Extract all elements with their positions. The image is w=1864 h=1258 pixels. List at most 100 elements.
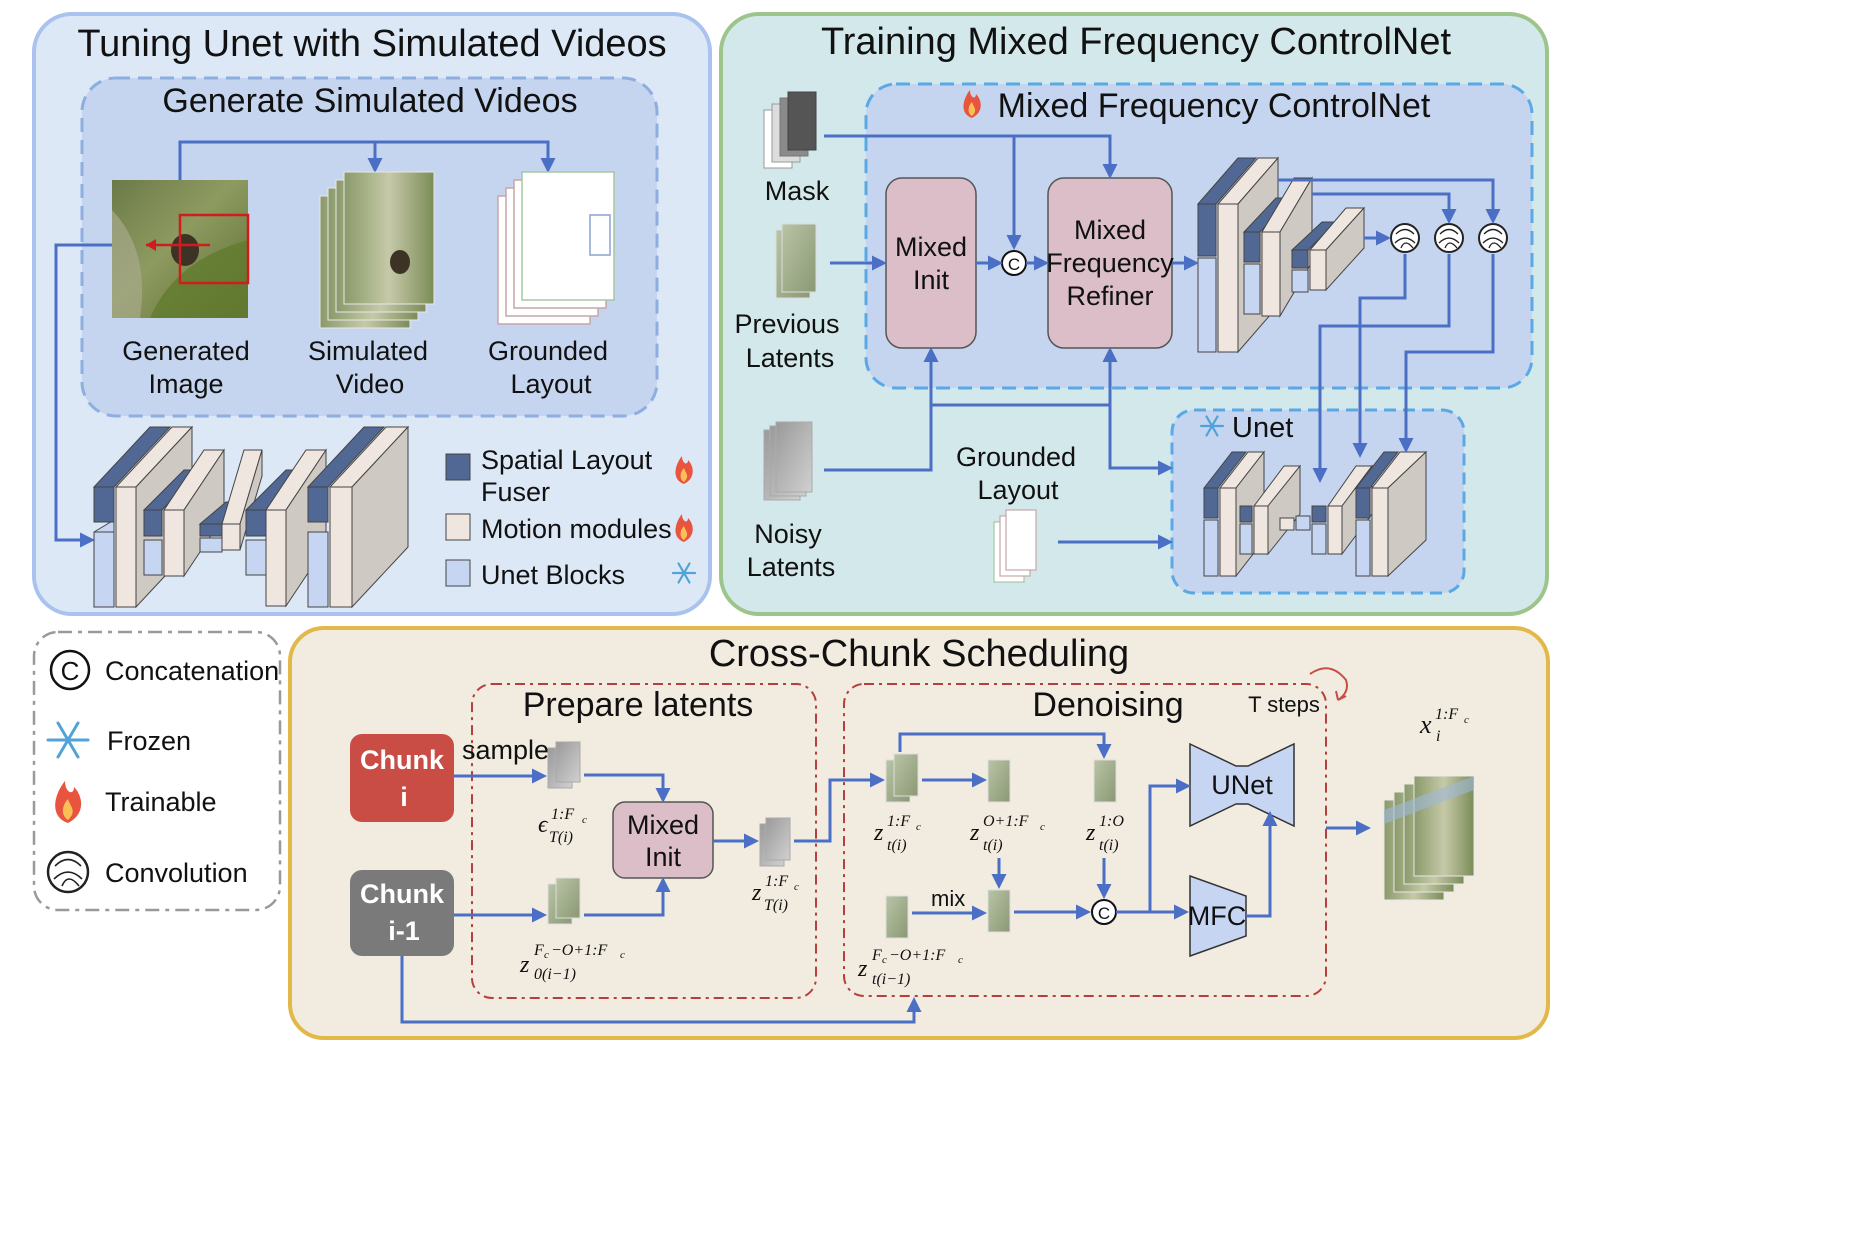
mix-label: mix bbox=[931, 886, 965, 911]
generated-image-label-2: Image bbox=[148, 369, 223, 399]
ztail-label: z bbox=[969, 820, 980, 846]
panel-tuning-title: Tuning Unet with Simulated Videos bbox=[77, 23, 666, 65]
legend-concatenation: Concatenation bbox=[105, 656, 279, 686]
mixed-init-label-2: Init bbox=[913, 265, 950, 295]
controlnet-arrows bbox=[824, 134, 1501, 550]
fire-icon bbox=[675, 456, 693, 484]
sample-label: sample bbox=[462, 735, 549, 765]
controlnet-title: Mixed Frequency ControlNet bbox=[998, 87, 1431, 125]
legend-trainable: Trainable bbox=[105, 787, 217, 817]
mixed-init-label-1: Mixed bbox=[895, 232, 967, 262]
scheduling-arrows bbox=[400, 732, 1371, 1024]
eps-sup: 1:F bbox=[551, 806, 574, 823]
prev-latent-z0 bbox=[547, 877, 581, 925]
convolution-icon bbox=[1390, 223, 1420, 253]
noisy-latents-stack bbox=[763, 421, 813, 501]
zT-sub: T(i) bbox=[764, 897, 788, 914]
init-latent-zT bbox=[759, 817, 791, 867]
grounded-layout-label-1: Grounded bbox=[956, 442, 1076, 472]
zhead-sub: t(i) bbox=[1099, 837, 1119, 854]
panel-training-controlnet: Training Mixed Frequency ControlNet Mixe… bbox=[719, 12, 1549, 616]
grounded-layout-small bbox=[993, 509, 1037, 583]
generated-image bbox=[112, 180, 250, 318]
chunk-i: Chunk i bbox=[350, 734, 454, 822]
denoise-latent-mixed bbox=[987, 889, 1011, 933]
denoising-title: Denoising bbox=[1032, 686, 1183, 724]
output-x-label: x bbox=[1419, 710, 1432, 739]
legend-convolution: Convolution bbox=[105, 858, 248, 888]
output-x-sup: 1:F bbox=[1435, 706, 1458, 723]
ztail-sup-c: c bbox=[1040, 821, 1045, 833]
concat-icon: C bbox=[1091, 899, 1117, 925]
legend-unet-label: Unet Blocks bbox=[481, 560, 625, 590]
panel-cross-chunk: Cross-Chunk Scheduling Prepare latents D… bbox=[288, 626, 1550, 1040]
previous-latents-label-2: Latents bbox=[746, 343, 835, 373]
ztail-sup: O+1:F bbox=[983, 813, 1029, 830]
zhead-sup: 1:O bbox=[1099, 813, 1124, 830]
refiner-label-3: Refiner bbox=[1066, 281, 1153, 311]
t-steps-label: T steps bbox=[1248, 692, 1320, 717]
refiner-label-1: Mixed bbox=[1074, 215, 1146, 245]
eps-sub: T(i) bbox=[549, 829, 573, 846]
output-x-sup-c: c bbox=[1464, 714, 1469, 726]
zprev-sup: F bbox=[871, 947, 882, 964]
zprev-sup-c1: c bbox=[882, 954, 887, 966]
spatial-fuser-swatch bbox=[445, 453, 471, 481]
chunk-i-label-1: Chunk bbox=[360, 745, 445, 775]
controlnet-encoder-blocks bbox=[1196, 156, 1366, 354]
grounded-layout-label-1: Grounded bbox=[488, 336, 608, 366]
concat-symbol: C bbox=[61, 656, 80, 686]
snowflake-icon bbox=[671, 562, 697, 584]
prepare-title: Prepare latents bbox=[523, 686, 754, 724]
ztail-sub: t(i) bbox=[983, 837, 1003, 854]
z0-label: z bbox=[519, 952, 530, 978]
denoise-latent-zhead bbox=[1093, 759, 1117, 803]
mask-label: Mask bbox=[765, 176, 830, 206]
panel-training-title: Training Mixed Frequency ControlNet bbox=[821, 21, 1452, 63]
convolution-icon bbox=[1434, 223, 1464, 253]
z0-sup-c1: c bbox=[544, 949, 549, 961]
eps-label: ϵ bbox=[538, 812, 549, 838]
fire-icon bbox=[675, 514, 693, 542]
mixed-init-2-label-1: Mixed bbox=[627, 810, 699, 840]
convolution-icon bbox=[46, 850, 90, 894]
zprev-label: z bbox=[857, 956, 868, 982]
legend-spatial-label-2: Fuser bbox=[481, 477, 550, 507]
zt-sup-c: c bbox=[916, 821, 921, 833]
chunk-prev-label-2: i-1 bbox=[388, 916, 420, 946]
generate-title: Generate Simulated Videos bbox=[162, 82, 577, 120]
output-video-stack bbox=[1383, 775, 1475, 901]
fire-icon bbox=[55, 781, 82, 823]
mfc-label: MFC bbox=[1188, 901, 1246, 931]
noise-latent-eps bbox=[547, 741, 581, 789]
generate-arrows bbox=[54, 140, 556, 548]
motion-module-swatch bbox=[445, 513, 471, 541]
concat-symbol: C bbox=[1008, 255, 1020, 274]
mixed-init-block: Mixed Init bbox=[885, 177, 977, 349]
zhead-label: z bbox=[1085, 820, 1096, 846]
concat-symbol: C bbox=[1098, 904, 1110, 923]
mixed-init-block-2: Mixed Init bbox=[612, 801, 714, 879]
frozen-unet-blocks bbox=[1202, 450, 1428, 578]
unet-hourglass-label: UNet bbox=[1211, 770, 1273, 800]
zt-sup: 1:F bbox=[887, 813, 910, 830]
mfc-block: MFC bbox=[1188, 874, 1247, 958]
zt-sub: t(i) bbox=[887, 837, 907, 854]
z0-sup: F bbox=[533, 942, 544, 959]
simulated-video-label-1: Simulated bbox=[308, 336, 428, 366]
loop-arrow-icon bbox=[1309, 667, 1348, 701]
zt-label: z bbox=[873, 820, 884, 846]
output-x-sub: i bbox=[1436, 728, 1440, 745]
legend-motion-label: Motion modules bbox=[481, 514, 672, 544]
legend-spatial-label-1: Spatial Layout bbox=[481, 445, 653, 475]
z0-sup-c2: c bbox=[620, 949, 625, 961]
concat-icon: C bbox=[49, 649, 91, 691]
eps-sup-c: c bbox=[582, 814, 587, 826]
prepare-latents-box: Prepare latents bbox=[471, 683, 817, 999]
panel-scheduling-title: Cross-Chunk Scheduling bbox=[709, 633, 1129, 675]
z0-sub: 0(i−1) bbox=[534, 966, 576, 983]
previous-latents-stack bbox=[775, 223, 817, 299]
denoising-box: Denoising T steps bbox=[843, 667, 1348, 997]
grounded-layout-label-2: Layout bbox=[977, 475, 1059, 505]
